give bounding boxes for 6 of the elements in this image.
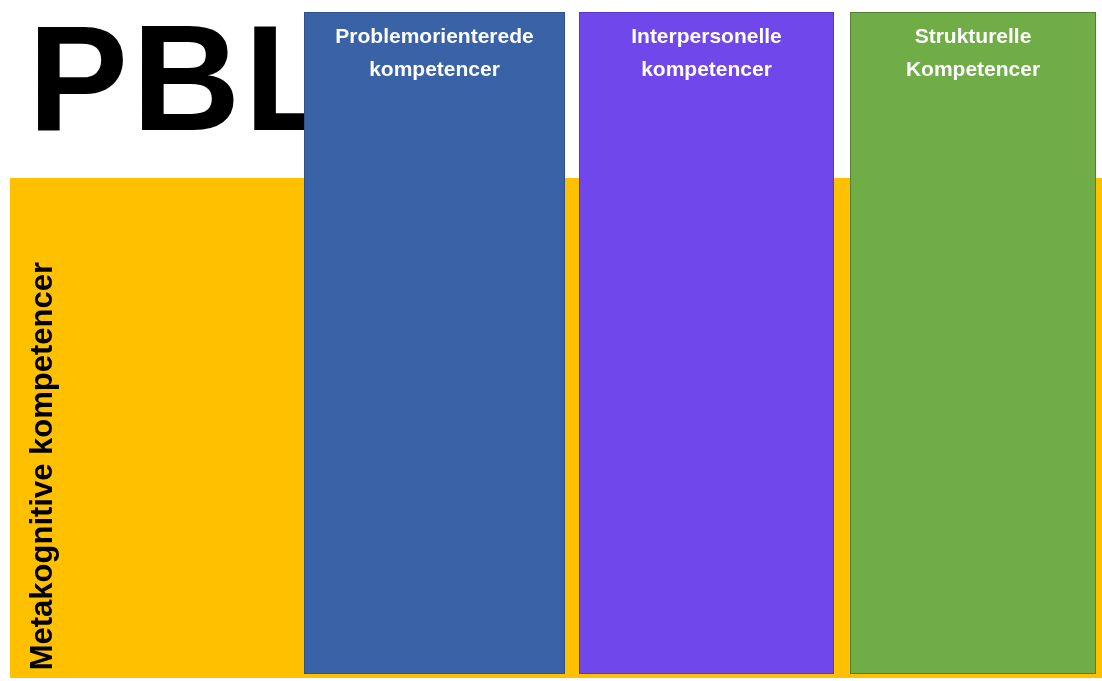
column-panel <box>304 12 565 674</box>
column-heading: Strukturelle Kompetencer <box>904 23 1042 82</box>
column-panel <box>850 12 1096 674</box>
band-label: Metakognitive kompetencer <box>24 261 60 670</box>
column-heading: Interpersonelle kompetencer <box>630 23 783 82</box>
column-panel <box>579 12 834 674</box>
